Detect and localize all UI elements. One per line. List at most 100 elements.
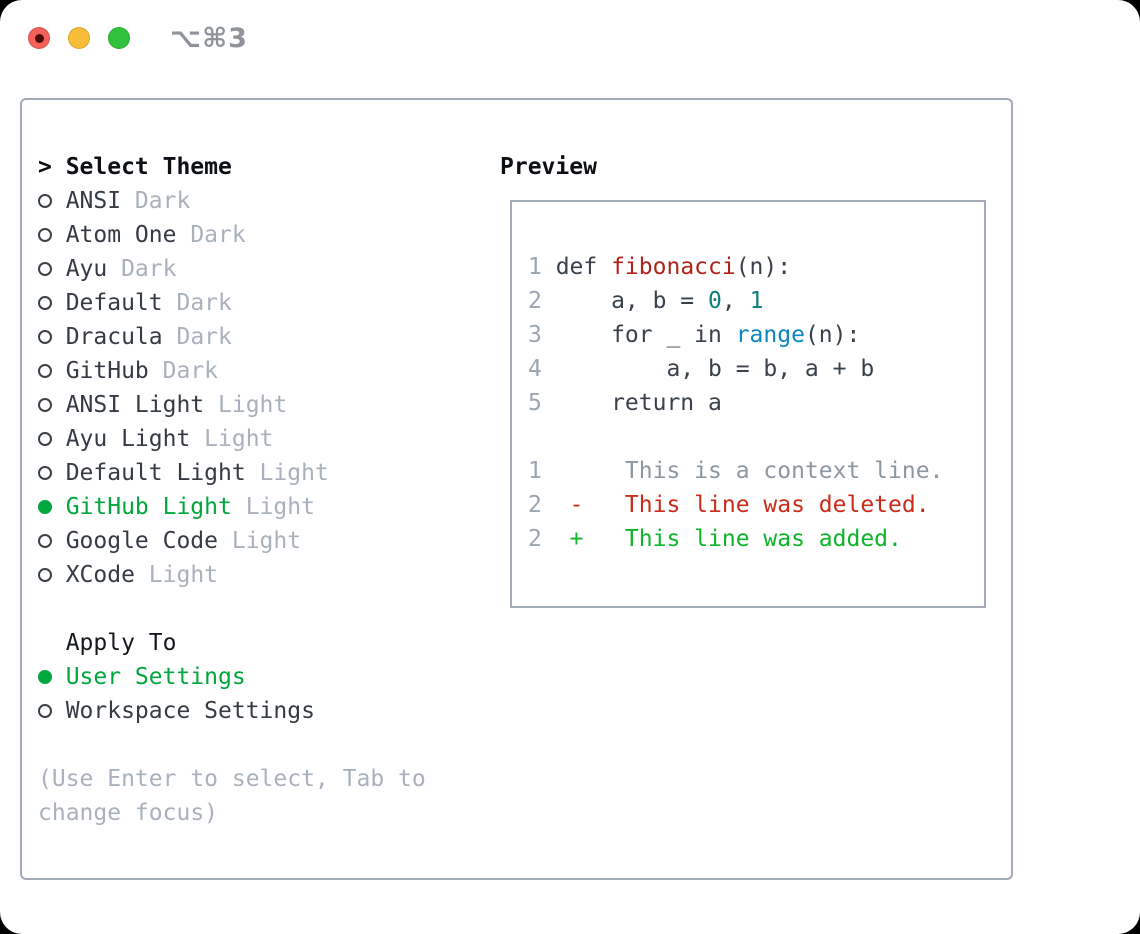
prompt-icon: > (38, 154, 52, 180)
option-label: Dracula (65, 324, 163, 350)
option-label: Google Code (65, 528, 219, 554)
theme-variant-label: Dark (134, 188, 191, 214)
diff-line: 2 - This line was deleted. (528, 488, 984, 522)
code-segment: fibonacci (611, 254, 736, 280)
code-line: 1 def fibonacci(n): (528, 250, 984, 284)
apply-to-title: Apply To (65, 630, 177, 656)
code-segment: , (721, 288, 750, 314)
radio-unselected-icon (38, 704, 52, 718)
line-number: 2 (528, 526, 542, 552)
theme-variant-label: Dark (176, 324, 232, 350)
code-line: 3 for _ in range(n): (528, 318, 984, 352)
marker (38, 184, 66, 208)
theme-list-title: Select Theme (65, 154, 232, 180)
code-segment: - This line was deleted. (555, 492, 930, 518)
marker (38, 252, 66, 276)
option-label: User Settings (65, 664, 246, 690)
code-segment: + This line was added. (555, 526, 902, 552)
radio-unselected-icon (38, 330, 52, 344)
theme-variant-label: Dark (121, 256, 177, 282)
code-line: 4 a, b = b, a + b (528, 352, 984, 386)
marker (38, 694, 66, 718)
marker (38, 524, 66, 548)
theme-option[interactable]: Ayu Dark (38, 252, 458, 286)
marker (38, 660, 66, 684)
option-label: ANSI Light (65, 392, 205, 418)
theme-option[interactable]: XCode Light (38, 558, 458, 592)
marker (38, 354, 66, 378)
radio-unselected-icon (38, 466, 52, 480)
theme-variant-label: Light (148, 562, 219, 588)
diff-line: 1 This is a context line. (528, 454, 984, 488)
radio-selected-icon (38, 500, 52, 514)
marker (38, 218, 66, 242)
radio-unselected-icon (38, 568, 52, 582)
theme-option[interactable]: GitHub Light Light (38, 490, 458, 524)
option-label: Ayu Light (65, 426, 191, 452)
zoom-button[interactable] (108, 27, 130, 49)
option-label: Ayu (65, 256, 108, 282)
diff-line: 2 + This line was added. (528, 522, 984, 556)
option-label: GitHub Light (65, 494, 232, 520)
window-title: ⌥⌘3 (170, 22, 248, 54)
line-number: 3 (528, 322, 542, 348)
line-number: 2 (528, 492, 542, 518)
theme-variant-label: Light (259, 460, 329, 486)
radio-selected-icon (38, 670, 52, 684)
apply-option[interactable]: Workspace Settings (38, 694, 458, 728)
radio-unselected-icon (38, 228, 52, 242)
close-button[interactable] (28, 27, 50, 49)
code-segment: a, b = b, a + b (555, 356, 875, 382)
code-segment: 0 (708, 288, 722, 314)
marker (38, 320, 66, 344)
radio-unselected-icon (38, 262, 52, 276)
code-segment: return a (555, 390, 722, 416)
theme-variant-label: Light (245, 494, 315, 520)
theme-variant-label: Dark (176, 290, 232, 316)
theme-list-header-row: > Select Theme (38, 150, 458, 184)
radio-unselected-icon (38, 364, 52, 378)
spacer (38, 592, 458, 626)
apply-option[interactable]: User Settings (38, 660, 458, 694)
titlebar: ⌥⌘3 (28, 23, 248, 54)
marker (38, 558, 66, 582)
line-number: 1 (528, 458, 542, 484)
marker (38, 286, 66, 310)
radio-unselected-icon (38, 296, 52, 310)
radio-unselected-icon (38, 534, 52, 548)
code-line: 2 a, b = 0, 1 (528, 284, 984, 318)
theme-variant-label: Light (204, 426, 274, 452)
theme-option[interactable]: Ayu Light Light (38, 422, 458, 456)
code-segment: This is a context line. (555, 458, 944, 484)
line-number: 2 (528, 288, 542, 314)
marker (38, 388, 66, 412)
diff-block: 1 This is a context line.2 - This line w… (528, 454, 984, 556)
line-number: 4 (528, 356, 542, 382)
apply-to-header-row: Apply To (38, 626, 458, 660)
code-segment: (n): (735, 254, 792, 280)
code-segment: (n): (804, 322, 861, 348)
minimize-button[interactable] (68, 27, 90, 49)
theme-option[interactable]: Dracula Dark (38, 320, 458, 354)
theme-variant-label: Dark (190, 222, 246, 248)
marker (38, 490, 66, 514)
hint-text: (Use Enter to select, Tab to change focu… (38, 766, 426, 826)
radio-unselected-icon (38, 194, 52, 208)
option-label: XCode (65, 562, 135, 588)
line-number: 1 (528, 254, 542, 280)
code-segment: def (555, 254, 612, 280)
option-label: Workspace Settings (65, 698, 315, 724)
